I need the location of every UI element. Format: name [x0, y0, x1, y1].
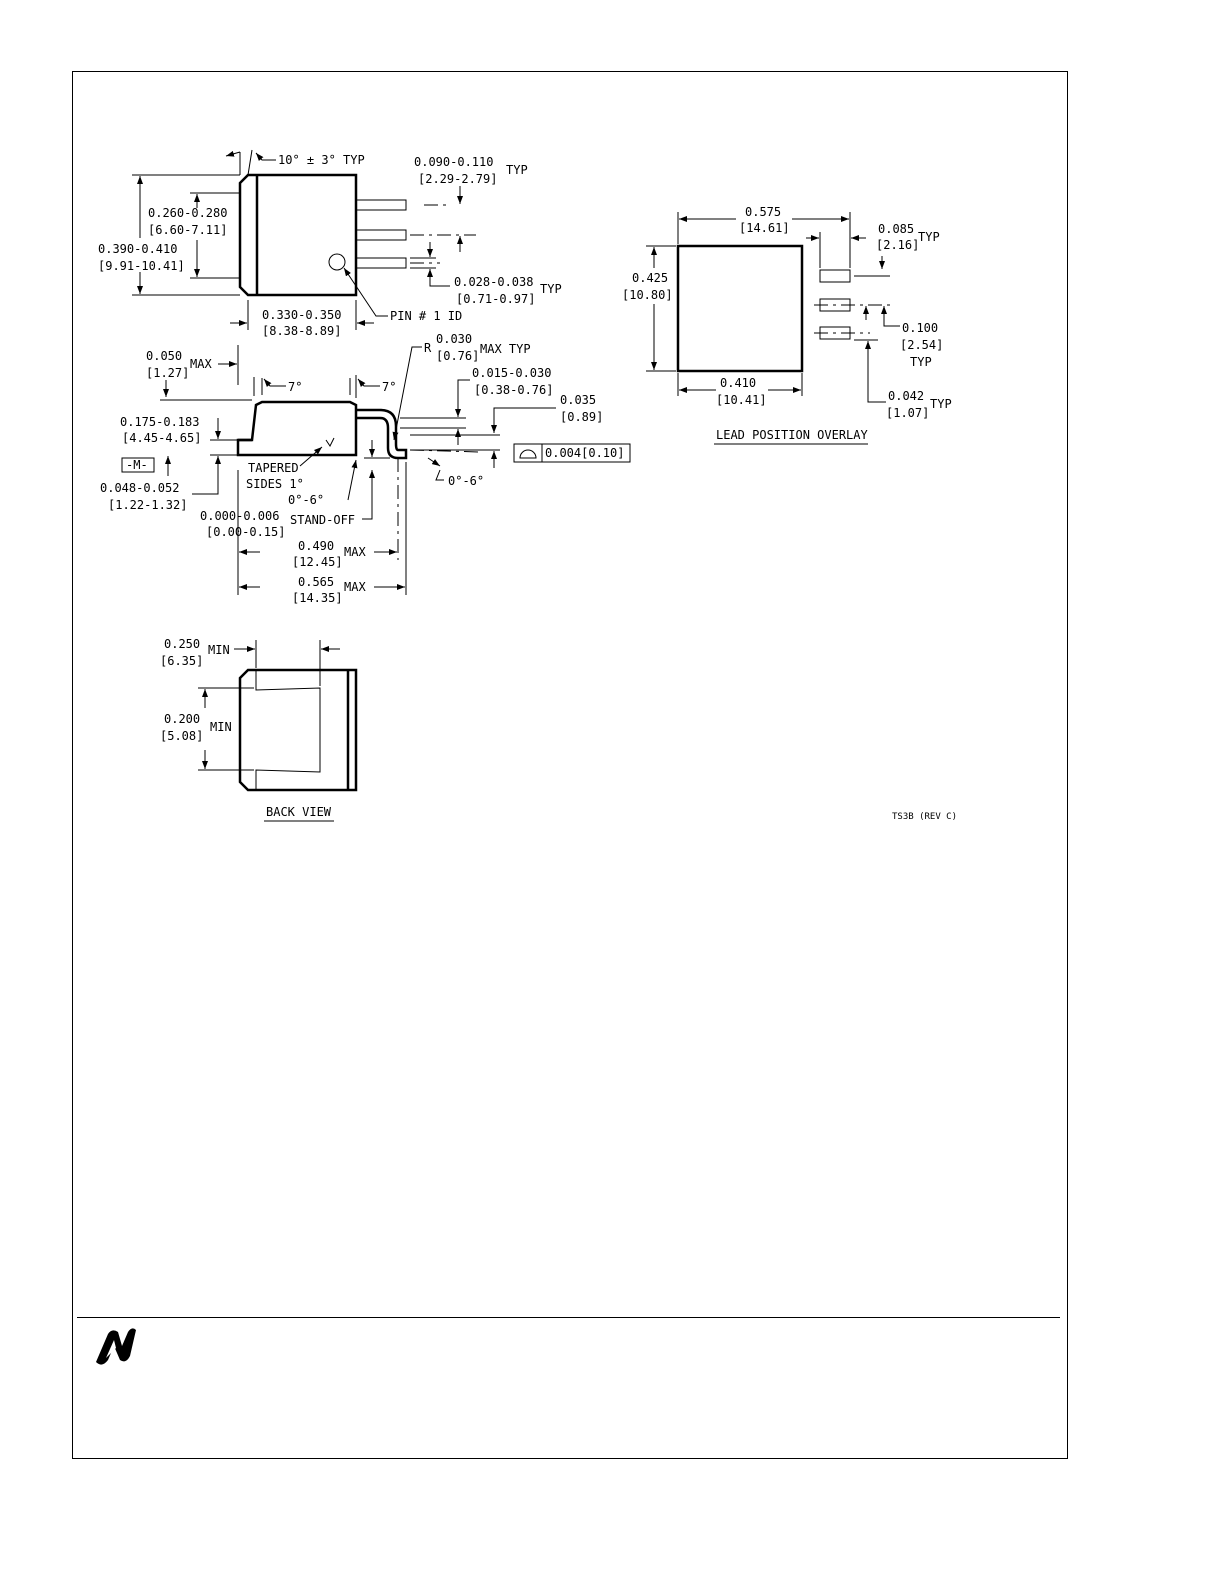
len-total-label: 0.565: [298, 575, 334, 589]
pitch-mm: [2.54]: [900, 338, 943, 352]
side-view: 0.050 [1.27] MAX 7° 7° R 0.030 [0.76] MA…: [100, 332, 631, 605]
tab-mm: [1.27]: [146, 366, 189, 380]
tab-thk-label: 0.048-0.052: [100, 481, 179, 495]
standoff-text: STAND-OFF: [290, 513, 355, 527]
height-mm: [4.45-4.65]: [122, 431, 201, 445]
lead-width-mm: [0.71-0.97]: [456, 292, 535, 306]
radius-mm: [0.76]: [436, 349, 479, 363]
pad-bottom-label: 0.410: [720, 376, 756, 390]
foot-label: 0.035: [560, 393, 596, 407]
sides-label: SIDES 1°: [246, 477, 304, 491]
lead-overlay: 0.575 [14.61] 0.085 [2.16] TYP 0.425 [10…: [622, 205, 952, 445]
inner-height-mm: [6.60-7.11]: [148, 223, 227, 237]
foot-angle-label: 0°-6°: [288, 493, 324, 507]
pad-height-mm: [10.80]: [622, 288, 673, 302]
back-view-title: BACK VIEW: [266, 805, 332, 819]
back-width-label: 0.250: [164, 637, 200, 651]
back-height-label: 0.200: [164, 712, 200, 726]
pad-width-mm: [14.61]: [739, 221, 790, 235]
tapered-label: TAPERED: [248, 461, 299, 475]
radius-max-typ: MAX TYP: [480, 342, 531, 356]
body-height-label: 0.390-0.410: [98, 242, 177, 256]
pad-bottom-mm: [10.41]: [716, 393, 767, 407]
body-width-label: 0.330-0.350: [262, 308, 341, 322]
lead-3: [355, 257, 407, 269]
top-view: 10° ± 3° TYP 0.090-0.110 [2.29-2.79] TYP…: [98, 149, 562, 338]
flatness-value: 0.004[0.10]: [545, 446, 624, 460]
lead-w-typ: TYP: [930, 397, 952, 411]
pin-id-label: PIN # 1 ID: [390, 309, 462, 323]
pin1-id-mark: [328, 253, 346, 271]
drawing-id: TS3B (REV C): [892, 812, 957, 822]
angle-label: 10° ± 3° TYP: [278, 153, 365, 167]
side-body-outline: [236, 400, 358, 457]
pitch-typ: TYP: [910, 355, 932, 369]
standoff-mm: [0.00-0.15]: [206, 525, 285, 539]
lead-length-label: 0.090-0.110: [414, 155, 493, 169]
lead-len-typ: TYP: [918, 230, 940, 244]
back-width-min: MIN: [208, 643, 230, 657]
pad-height-label: 0.425: [632, 271, 668, 285]
company-logo: [96, 1328, 136, 1365]
lead-1: [355, 199, 407, 211]
back-width-mm: [6.35]: [160, 654, 203, 668]
back-view: 0.250 [6.35] MIN 0.200 [5.08] MIN BACK V…: [160, 637, 358, 822]
overlay-pad: [676, 244, 804, 373]
tab-label: 0.050: [146, 349, 182, 363]
overlay-title: LEAD POSITION OVERLAY: [716, 428, 868, 442]
radius-r: R: [424, 341, 432, 355]
height-label: 0.175-0.183: [120, 415, 199, 429]
lead-w-label: 0.042: [888, 389, 924, 403]
back-outline: [238, 668, 358, 792]
standoff-label: 0.000-0.006: [200, 509, 279, 523]
lead-w-mm: [1.07]: [886, 406, 929, 420]
inner-height-label: 0.260-0.280: [148, 206, 227, 220]
datum-label: -M-: [126, 458, 148, 472]
page-frame: [72, 71, 1068, 1459]
lead-length-typ: TYP: [506, 163, 528, 177]
foot-angle2-label: 0°-6°: [448, 474, 484, 488]
body-width-mm: [8.38-8.89]: [262, 324, 341, 338]
datum-box: [121, 457, 155, 473]
back-height-mm: [5.08]: [160, 729, 203, 743]
side-lead: [356, 408, 408, 460]
tab-max: MAX: [190, 357, 212, 371]
lead-len-mm: [2.16]: [876, 238, 919, 252]
len-total-max: MAX: [344, 580, 366, 594]
lead-2: [355, 229, 407, 241]
pad-width-label: 0.575: [745, 205, 781, 219]
radius-label: 0.030: [436, 332, 472, 346]
len-body-max: MAX: [344, 545, 366, 559]
overlay-lead-1: [819, 269, 851, 283]
lead-thk-mm: [0.38-0.76]: [474, 383, 553, 397]
lead-thk-label: 0.015-0.030: [472, 366, 551, 380]
len-total-mm: [14.35]: [292, 591, 343, 605]
lead-width-typ: TYP: [540, 282, 562, 296]
lead-len-label: 0.085: [878, 222, 914, 236]
lead-width-label: 0.028-0.038: [454, 275, 533, 289]
draft-left: 7°: [288, 380, 302, 394]
top-body-outline: [238, 173, 358, 297]
footer-rule: [77, 1317, 1060, 1318]
draft-right: 7°: [382, 380, 396, 394]
len-body-mm: [12.45]: [292, 555, 343, 569]
back-height-min: MIN: [210, 720, 232, 734]
flatness-box: [513, 443, 631, 463]
tab-thk-mm: [1.22-1.32]: [108, 498, 187, 512]
pitch-label: 0.100: [902, 321, 938, 335]
lead-length-mm: [2.29-2.79]: [418, 172, 497, 186]
foot-mm: [0.89]: [560, 410, 603, 424]
body-height-mm: [9.91-10.41]: [98, 259, 185, 273]
len-body-label: 0.490: [298, 539, 334, 553]
